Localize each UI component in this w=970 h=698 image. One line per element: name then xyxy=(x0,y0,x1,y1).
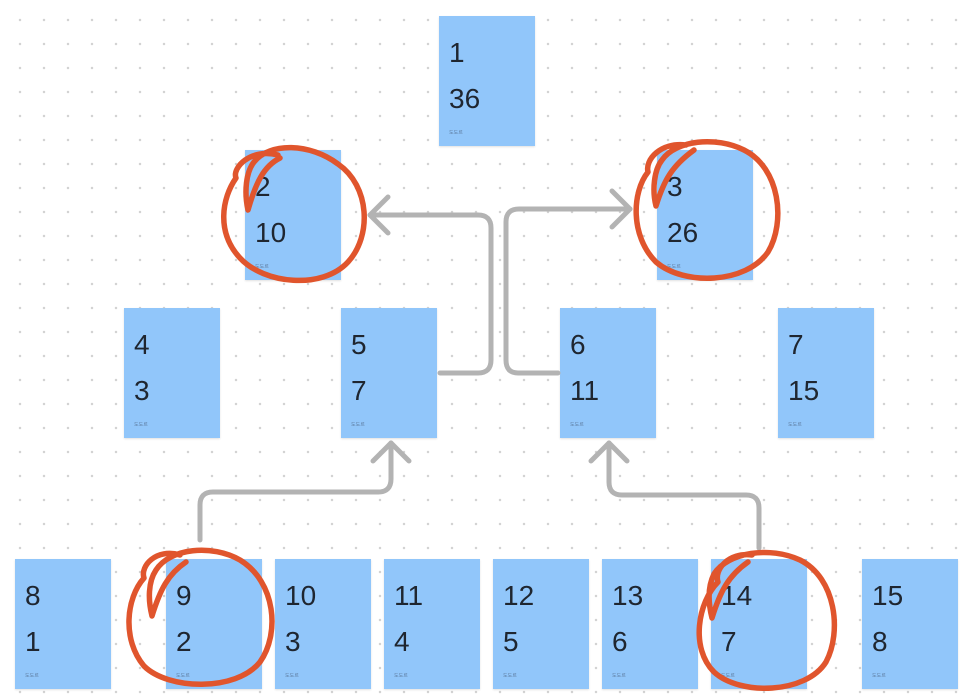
note-top-value: 10 xyxy=(285,580,317,611)
note-bottom-value: 3 xyxy=(134,375,150,406)
arrowhead-to-note-5 xyxy=(370,440,412,464)
note-author-tag: 도도르 xyxy=(612,673,626,679)
sticky-note-6[interactable]: 6 11 도도르 xyxy=(560,308,656,438)
note-top-value: 11 xyxy=(394,580,424,611)
sticky-note-5[interactable]: 5 7 도도르 xyxy=(341,308,437,438)
sticky-note-15[interactable]: 15 8 도도르 xyxy=(862,559,958,689)
note-author-tag: 도도르 xyxy=(503,673,517,679)
note-top-value: 14 xyxy=(721,580,753,611)
sticky-note-9[interactable]: 9 2 도도르 xyxy=(166,559,262,689)
note-author-tag: 도도르 xyxy=(667,264,681,270)
note-bottom-value: 10 xyxy=(255,217,287,248)
arrowhead-to-note-2 xyxy=(367,194,391,236)
note-top-value: 8 xyxy=(25,580,41,611)
sticky-note-8[interactable]: 8 1 도도르 xyxy=(15,559,111,689)
sticky-note-12[interactable]: 12 5 도도르 xyxy=(493,559,589,689)
note-top-value: 7 xyxy=(788,329,804,360)
note-bottom-value: 6 xyxy=(612,626,628,657)
arrowhead-to-note-6 xyxy=(588,440,630,464)
note-author-tag: 도도르 xyxy=(570,422,584,428)
sticky-note-4[interactable]: 4 3 도도르 xyxy=(124,308,220,438)
note-bottom-value: 36 xyxy=(449,83,481,114)
note-top-value: 4 xyxy=(134,329,150,360)
note-author-tag: 도도르 xyxy=(788,422,802,428)
sticky-note-2[interactable]: 2 10 도도르 xyxy=(245,150,341,280)
note-top-value: 9 xyxy=(176,580,192,611)
note-author-tag: 도도르 xyxy=(394,673,408,679)
note-bottom-value: 4 xyxy=(394,626,410,657)
connector-14-to-6[interactable] xyxy=(606,440,762,551)
sticky-note-11[interactable]: 11 4 도도르 xyxy=(384,559,480,689)
note-bottom-value: 5 xyxy=(503,626,519,657)
sticky-note-14[interactable]: 14 7 도도르 xyxy=(711,559,807,689)
arrowhead-to-note-3 xyxy=(609,188,633,230)
note-bottom-value: 8 xyxy=(872,626,888,657)
note-author-tag: 도도르 xyxy=(449,130,463,136)
sticky-note-1[interactable]: 1 36 도도르 xyxy=(439,16,535,146)
note-bottom-value: 1 xyxy=(25,626,41,657)
note-top-value: 2 xyxy=(255,171,271,202)
note-author-tag: 도도르 xyxy=(285,673,299,679)
note-bottom-value: 3 xyxy=(285,626,301,657)
note-top-value: 15 xyxy=(872,580,904,611)
note-author-tag: 도도르 xyxy=(721,673,735,679)
note-author-tag: 도도르 xyxy=(176,673,190,679)
note-author-tag: 도도르 xyxy=(351,422,365,428)
note-top-value: 12 xyxy=(503,580,535,611)
connector-9-to-5[interactable] xyxy=(197,440,394,543)
note-bottom-value: 2 xyxy=(176,626,192,657)
note-bottom-value: 11 xyxy=(570,375,600,406)
note-author-tag: 도도르 xyxy=(255,264,269,270)
note-author-tag: 도도르 xyxy=(134,422,148,428)
note-top-value: 13 xyxy=(612,580,644,611)
sticky-note-10[interactable]: 10 3 도도르 xyxy=(275,559,371,689)
sticky-note-13[interactable]: 13 6 도도르 xyxy=(602,559,698,689)
note-top-value: 1 xyxy=(449,37,465,68)
note-top-value: 5 xyxy=(351,329,367,360)
note-author-tag: 도도르 xyxy=(872,673,886,679)
note-top-value: 3 xyxy=(667,171,683,202)
sticky-note-3[interactable]: 3 26 도도르 xyxy=(657,150,753,280)
note-top-value: 6 xyxy=(570,329,586,360)
note-bottom-value: 7 xyxy=(721,626,737,657)
note-author-tag: 도도르 xyxy=(25,673,39,679)
sticky-note-7[interactable]: 7 15 도도르 xyxy=(778,308,874,438)
note-bottom-value: 15 xyxy=(788,375,820,406)
note-bottom-value: 7 xyxy=(351,375,367,406)
note-bottom-value: 26 xyxy=(667,217,699,248)
